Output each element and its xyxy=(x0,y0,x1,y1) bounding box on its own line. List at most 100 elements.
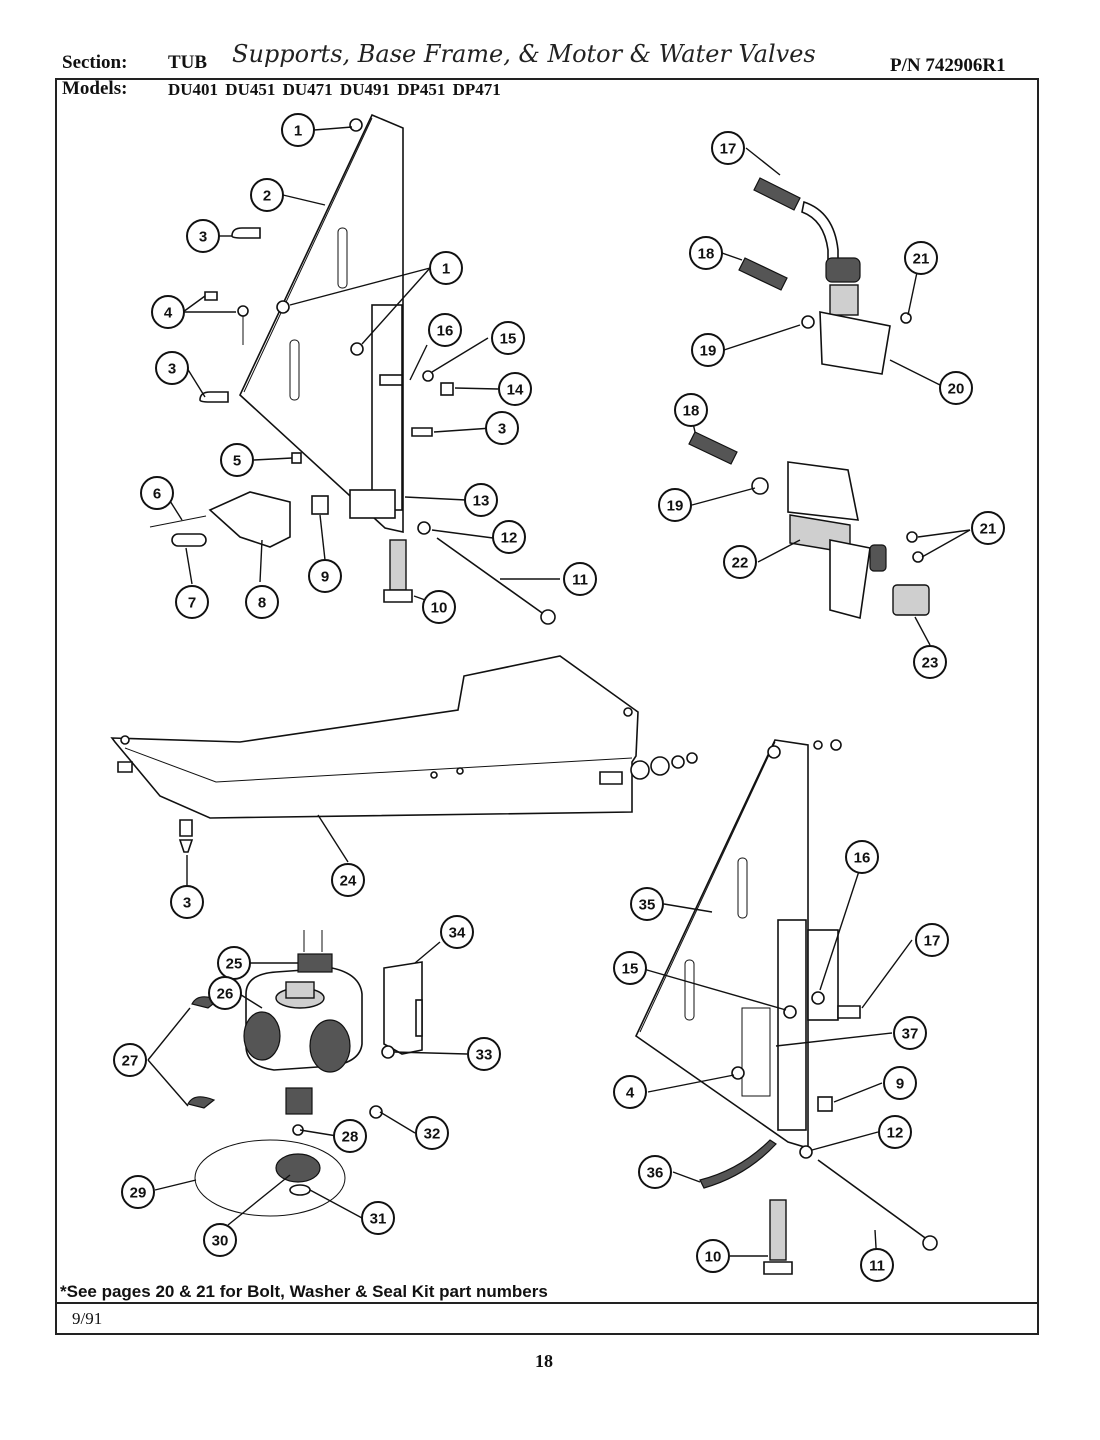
callout-number: 6 xyxy=(153,486,161,503)
callout-circle xyxy=(429,251,463,285)
callout-number: 5 xyxy=(233,453,241,470)
callout-number: 16 xyxy=(854,850,871,867)
callout-3: 3 xyxy=(155,351,189,385)
part-number: P/N 742906R1 xyxy=(890,55,1006,76)
handwritten-section-title: Supports, Base Frame, & Motor & Water Va… xyxy=(232,40,816,68)
callout-number: 32 xyxy=(424,1126,441,1143)
callout-number: 21 xyxy=(980,521,997,538)
callout-number: 14 xyxy=(507,382,524,399)
callout-number: 22 xyxy=(732,555,749,572)
callout-16: 16 xyxy=(428,313,462,347)
callout-9: 9 xyxy=(883,1066,917,1100)
models-list: DU401 DU451 DU471 DU491 DP451 DP471 xyxy=(168,80,501,99)
callout-9: 9 xyxy=(308,559,342,593)
callout-number: 19 xyxy=(700,343,717,360)
callout-4: 4 xyxy=(151,295,185,329)
callout-number: 34 xyxy=(449,925,466,942)
callout-circle xyxy=(689,236,723,270)
callout-number: 18 xyxy=(683,403,700,420)
callout-13: 13 xyxy=(464,483,498,517)
callout-circle xyxy=(308,559,342,593)
callout-number: 9 xyxy=(896,1076,904,1093)
callout-number: 16 xyxy=(437,323,454,340)
callout-circle xyxy=(878,1115,912,1149)
callout-circle xyxy=(175,585,209,619)
callout-17: 17 xyxy=(915,923,949,957)
callout-circle xyxy=(428,313,462,347)
callout-10: 10 xyxy=(422,590,456,624)
callout-circle xyxy=(904,241,938,275)
callout-circle xyxy=(140,476,174,510)
callout-number: 10 xyxy=(705,1249,722,1266)
callout-number: 1 xyxy=(294,123,302,140)
callout-26: 26 xyxy=(208,976,242,1010)
callout-number: 31 xyxy=(370,1211,387,1228)
callout-circle xyxy=(915,923,949,957)
callout-number: 1 xyxy=(442,261,450,278)
callout-20: 20 xyxy=(939,371,973,405)
callout-circle xyxy=(250,178,284,212)
callout-5: 5 xyxy=(220,443,254,477)
callout-11: 11 xyxy=(563,562,597,596)
callout-number: 9 xyxy=(321,569,329,586)
callout-circle xyxy=(151,295,185,329)
callout-circle xyxy=(333,1119,367,1153)
revision-date: 9/91 xyxy=(72,1309,103,1328)
callout-circle xyxy=(658,488,692,522)
callout-number: 19 xyxy=(667,498,684,515)
callout-25: 25 xyxy=(217,946,251,980)
callout-21: 21 xyxy=(904,241,938,275)
callout-number: 11 xyxy=(572,572,588,589)
callout-number: 17 xyxy=(924,933,941,950)
callout-circle xyxy=(415,1116,449,1150)
callout-number: 12 xyxy=(887,1125,904,1142)
callout-29: 29 xyxy=(121,1175,155,1209)
callout-number: 20 xyxy=(948,381,965,398)
callout-number: 3 xyxy=(498,421,506,438)
callout-number: 23 xyxy=(922,655,939,672)
callout-34: 34 xyxy=(440,915,474,949)
callout-circle xyxy=(630,887,664,921)
callout-circle xyxy=(208,976,242,1010)
callout-6: 6 xyxy=(140,476,174,510)
callout-circle xyxy=(674,393,708,427)
callout-23: 23 xyxy=(913,645,947,679)
callout-1: 1 xyxy=(281,113,315,147)
callout-number: 21 xyxy=(913,251,930,268)
callout-2: 2 xyxy=(250,178,284,212)
callout-32: 32 xyxy=(415,1116,449,1150)
callout-11: 11 xyxy=(860,1248,894,1282)
callout-19: 19 xyxy=(691,333,725,367)
callout-circle xyxy=(155,351,189,385)
callout-8: 8 xyxy=(245,585,279,619)
callout-16: 16 xyxy=(845,840,879,874)
callout-circle xyxy=(121,1175,155,1209)
callout-circle xyxy=(883,1066,917,1100)
callout-circle xyxy=(613,1075,647,1109)
callout-36: 36 xyxy=(638,1155,672,1189)
callout-circle xyxy=(498,372,532,406)
callout-circle xyxy=(845,840,879,874)
callout-circle xyxy=(563,562,597,596)
callout-number: 25 xyxy=(226,956,243,973)
callout-number: 17 xyxy=(720,141,737,158)
callout-circle xyxy=(971,511,1005,545)
callout-circle xyxy=(485,411,519,445)
callout-circle xyxy=(492,520,526,554)
callout-number: 11 xyxy=(869,1258,885,1275)
callout-circle xyxy=(170,885,204,919)
callout-number: 30 xyxy=(212,1233,229,1250)
callout-1: 1 xyxy=(429,251,463,285)
callout-circle xyxy=(440,915,474,949)
callout-circle xyxy=(281,113,315,147)
callout-circle xyxy=(464,483,498,517)
callout-number: 37 xyxy=(902,1026,919,1043)
callout-number: 29 xyxy=(130,1185,147,1202)
callout-circle xyxy=(613,951,647,985)
callout-circle xyxy=(467,1037,501,1071)
callout-number: 33 xyxy=(476,1047,493,1064)
callout-circle xyxy=(491,321,525,355)
callout-number: 15 xyxy=(500,331,517,348)
callout-number: 15 xyxy=(622,961,639,978)
